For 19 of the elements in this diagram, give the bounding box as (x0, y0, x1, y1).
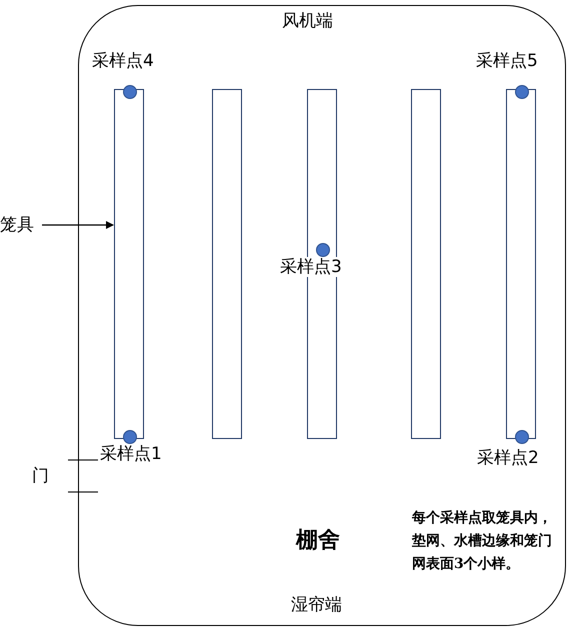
sample-point-label: 采样点1 (100, 444, 162, 464)
sample-point-label: 采样点5 (476, 51, 538, 71)
sample-point-dot (123, 85, 137, 99)
note-text: 每个采样点取笼具内，垫网、水槽边缘和笼门网表面3个小样。 (412, 509, 553, 574)
sample-point-label: 采样点4 (92, 51, 154, 71)
cage-label: 笼具 (0, 213, 42, 237)
sample-point-dot (316, 243, 330, 257)
cage-rectangle (212, 89, 242, 439)
sample-point-label: 采样点2 (477, 448, 539, 468)
door-label: 门 (32, 466, 49, 486)
barn-title: 棚舍 (296, 526, 340, 554)
arrow (42, 221, 114, 229)
sample-point-dot (123, 430, 137, 444)
sample-point-dot (515, 85, 529, 99)
sample-point-dot (515, 430, 529, 444)
end-label: 湿帘端 (291, 595, 342, 615)
cage-rectangle (411, 89, 441, 439)
end-label: 风机端 (282, 11, 333, 31)
sample-point-label: 采样点3 (280, 257, 342, 277)
